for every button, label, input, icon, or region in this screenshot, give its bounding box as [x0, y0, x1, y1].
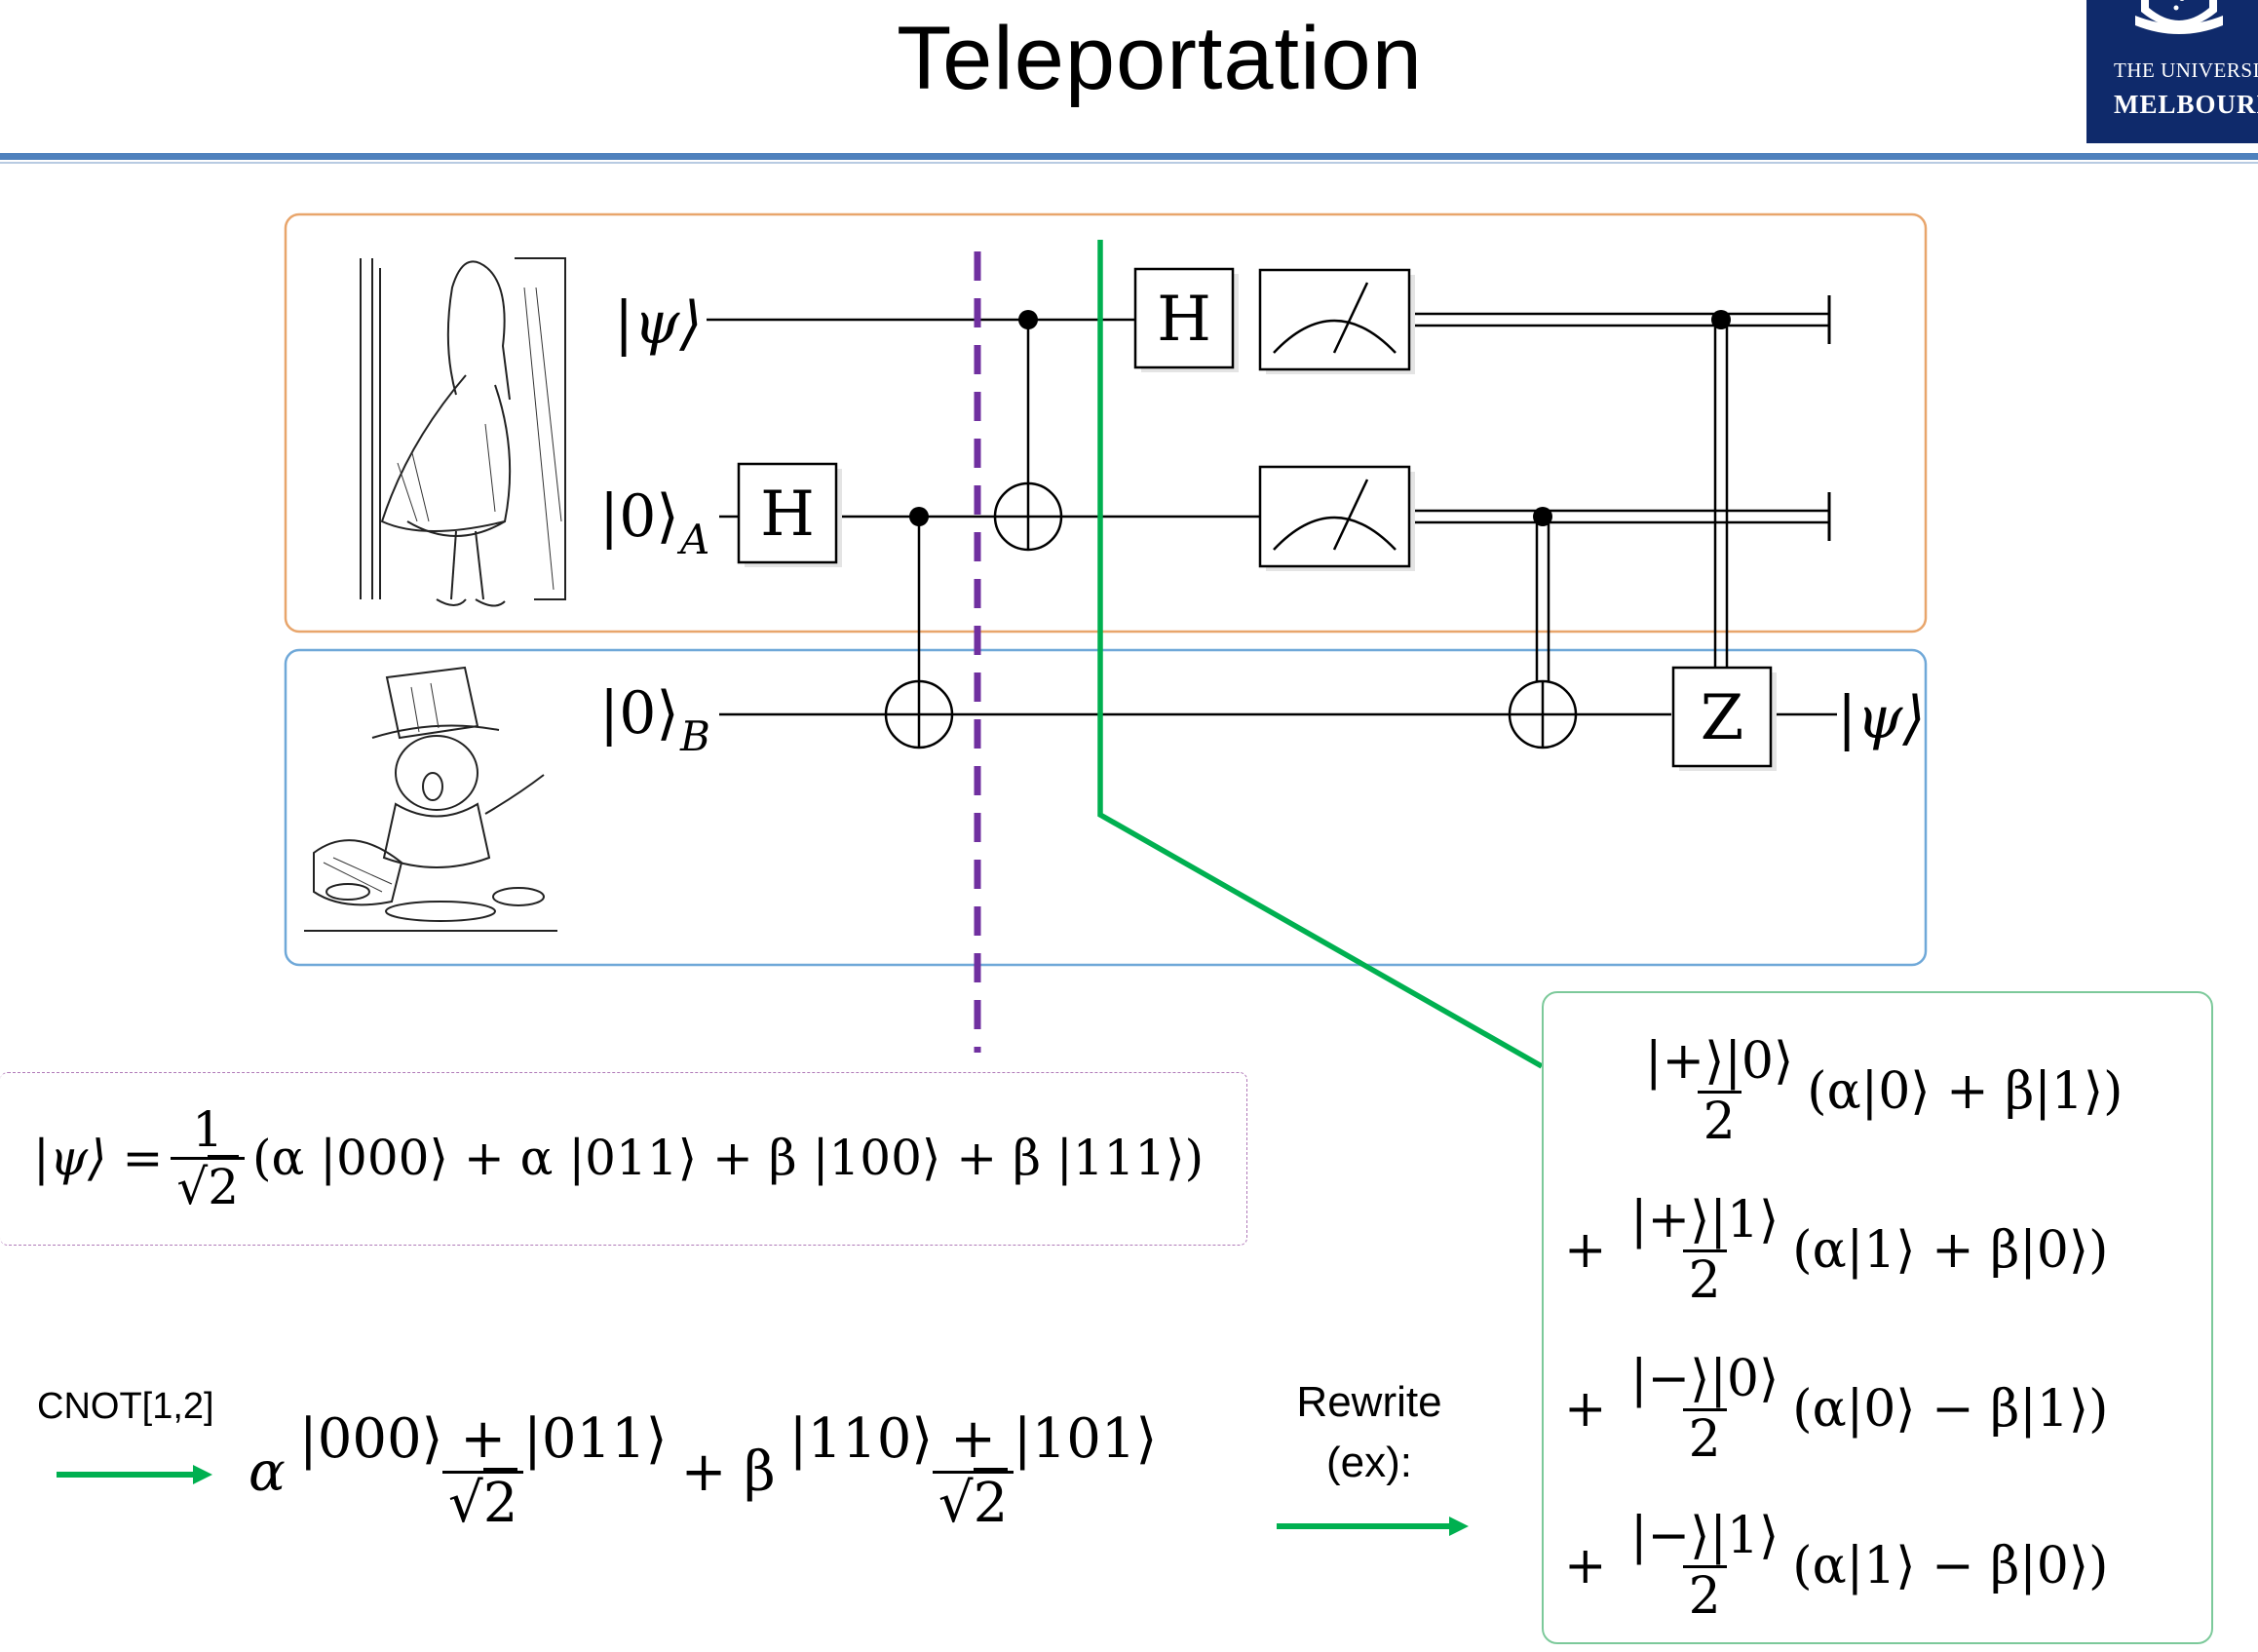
z-gate-label: Z [1701, 682, 1743, 754]
result-lead-4: + [1564, 1537, 1607, 1595]
alpha-fraction-den: √2 [442, 1468, 524, 1535]
header-rule [0, 153, 2258, 160]
measurement-meter-icon-2 [1258, 465, 1415, 571]
beta-fraction-den: √2 [932, 1468, 1014, 1535]
cx-target-icon [1508, 679, 1578, 749]
bob-register-box [284, 648, 1928, 967]
result-fraction-4: |−⟩|1⟩ 2 [1625, 1507, 1784, 1625]
result-row-2: + |+⟩|1⟩ 2 (α|1⟩ + β|0⟩) [1564, 1172, 2108, 1328]
cnot1-target-icon [884, 679, 954, 749]
classical-wire-1 [1409, 312, 1829, 327]
result-den-1: 2 [1697, 1090, 1741, 1150]
result-fraction-3: |−⟩|0⟩ 2 [1625, 1350, 1784, 1468]
alice-illustration [310, 229, 573, 619]
rewrite-label-line1: Rewrite [1296, 1378, 1442, 1426]
result-row-1: |+⟩|0⟩ 2 (α|0⟩ + β|1⟩) [1579, 1014, 2123, 1170]
hadamard-label-a: H [760, 479, 815, 551]
alpha-symbol: α [249, 1441, 286, 1504]
cnot-arrow-icon [57, 1465, 212, 1484]
classical-control-dot-2 [1533, 507, 1552, 526]
slide-title: Teleportation [897, 9, 1423, 108]
result-row-4: + |−⟩|1⟩ 2 (α|1⟩ − β|0⟩) [1564, 1488, 2108, 1644]
beta-fraction: |110⟩ + |101⟩ √2 [784, 1407, 1164, 1535]
input-psi: |ψ⟩ [614, 289, 703, 358]
result-lead-2: + [1564, 1221, 1607, 1280]
result-den-3: 2 [1682, 1407, 1727, 1468]
state-formula: |ψ⟩ = 1 √2 (α |000⟩ + α |011⟩ + β |100⟩ … [33, 1085, 1204, 1231]
state-prefactor-num: 1 [192, 1100, 224, 1158]
alpha-fraction-num: |000⟩ + |011⟩ [298, 1407, 668, 1472]
crest-icon [2135, 0, 2223, 34]
logo-line-university: THE UNIVERSITY [2114, 58, 2258, 82]
logo-line-melbourne: MELBOURN [2114, 90, 2258, 119]
result-den-2: 2 [1682, 1249, 1727, 1309]
hatter-illustration [294, 658, 567, 950]
state-prefactor: 1 √2 [171, 1100, 246, 1215]
input-zero-a: |0⟩ [599, 482, 679, 551]
green-pointer-line [1097, 240, 1544, 1069]
cnot1-control-dot [909, 507, 929, 526]
beta-fraction-num: |110⟩ + |101⟩ [788, 1407, 1158, 1472]
result-box [1542, 991, 2213, 1644]
classical-wire-2 [1409, 509, 1829, 524]
classical-control-to-z [1713, 320, 1729, 668]
state-formula-box [0, 1072, 1247, 1246]
result-tail-2: (α|1⟩ + β|0⟩) [1792, 1221, 2109, 1280]
result-lead-3: + [1564, 1380, 1607, 1439]
classical-control-dot-1 [1711, 310, 1731, 329]
state-terms: (α |000⟩ + α |011⟩ + β |100⟩ + β |111⟩) [252, 1130, 1205, 1186]
state-lhs: |ψ⟩ = [33, 1130, 164, 1186]
result-num-1: |+⟩|0⟩ [1645, 1032, 1794, 1092]
result-num-3: |−⟩|0⟩ [1630, 1350, 1780, 1409]
result-num-2: |+⟩|1⟩ [1630, 1191, 1780, 1250]
output-psi: |ψ⟩ [1837, 684, 1926, 752]
header-rule-shadow [0, 162, 2258, 164]
alice-register-box [284, 212, 1928, 634]
result-tail-1: (α|0⟩ + β|1⟩) [1807, 1062, 2124, 1121]
result-fraction-1: |+⟩|0⟩ 2 [1639, 1032, 1799, 1150]
cnot2-control-dot [1018, 310, 1038, 329]
state-prefactor-den: √2 [171, 1154, 246, 1215]
rewrite-arrow-icon [1277, 1517, 1469, 1536]
cnot2-target-icon [993, 481, 1063, 552]
measurement-meter-icon-1 [1258, 268, 1415, 374]
rewrite-label: Rewrite (ex): [1257, 1372, 1481, 1492]
plus-beta: + β [680, 1441, 776, 1504]
result-fraction-2: |+⟩|1⟩ 2 [1625, 1191, 1784, 1309]
cnot-formula: α |000⟩ + |011⟩ √2 + β |110⟩ + |101⟩ √2 [249, 1392, 1170, 1553]
classical-control-to-x [1535, 517, 1550, 692]
result-tail-3: (α|0⟩ − β|1⟩) [1792, 1380, 2109, 1439]
result-row-3: + |−⟩|0⟩ 2 (α|0⟩ − β|1⟩) [1564, 1331, 2108, 1487]
alpha-fraction: |000⟩ + |011⟩ √2 [293, 1407, 673, 1535]
university-logo: THE UNIVERSITY MELBOURN [2086, 0, 2258, 143]
result-den-4: 2 [1682, 1564, 1727, 1625]
input-zero-b: |0⟩ [599, 679, 679, 748]
rewrite-label-line2: (ex): [1326, 1438, 1412, 1486]
result-tail-4: (α|1⟩ − β|0⟩) [1792, 1537, 2109, 1595]
result-num-4: |−⟩|1⟩ [1630, 1507, 1780, 1566]
input-zero-a-subscript: A [676, 516, 709, 563]
input-zero-b-subscript: B [679, 712, 710, 760]
hadamard-label-psi: H [1157, 284, 1211, 356]
cnot-label: CNOT[1,2] [37, 1386, 214, 1427]
